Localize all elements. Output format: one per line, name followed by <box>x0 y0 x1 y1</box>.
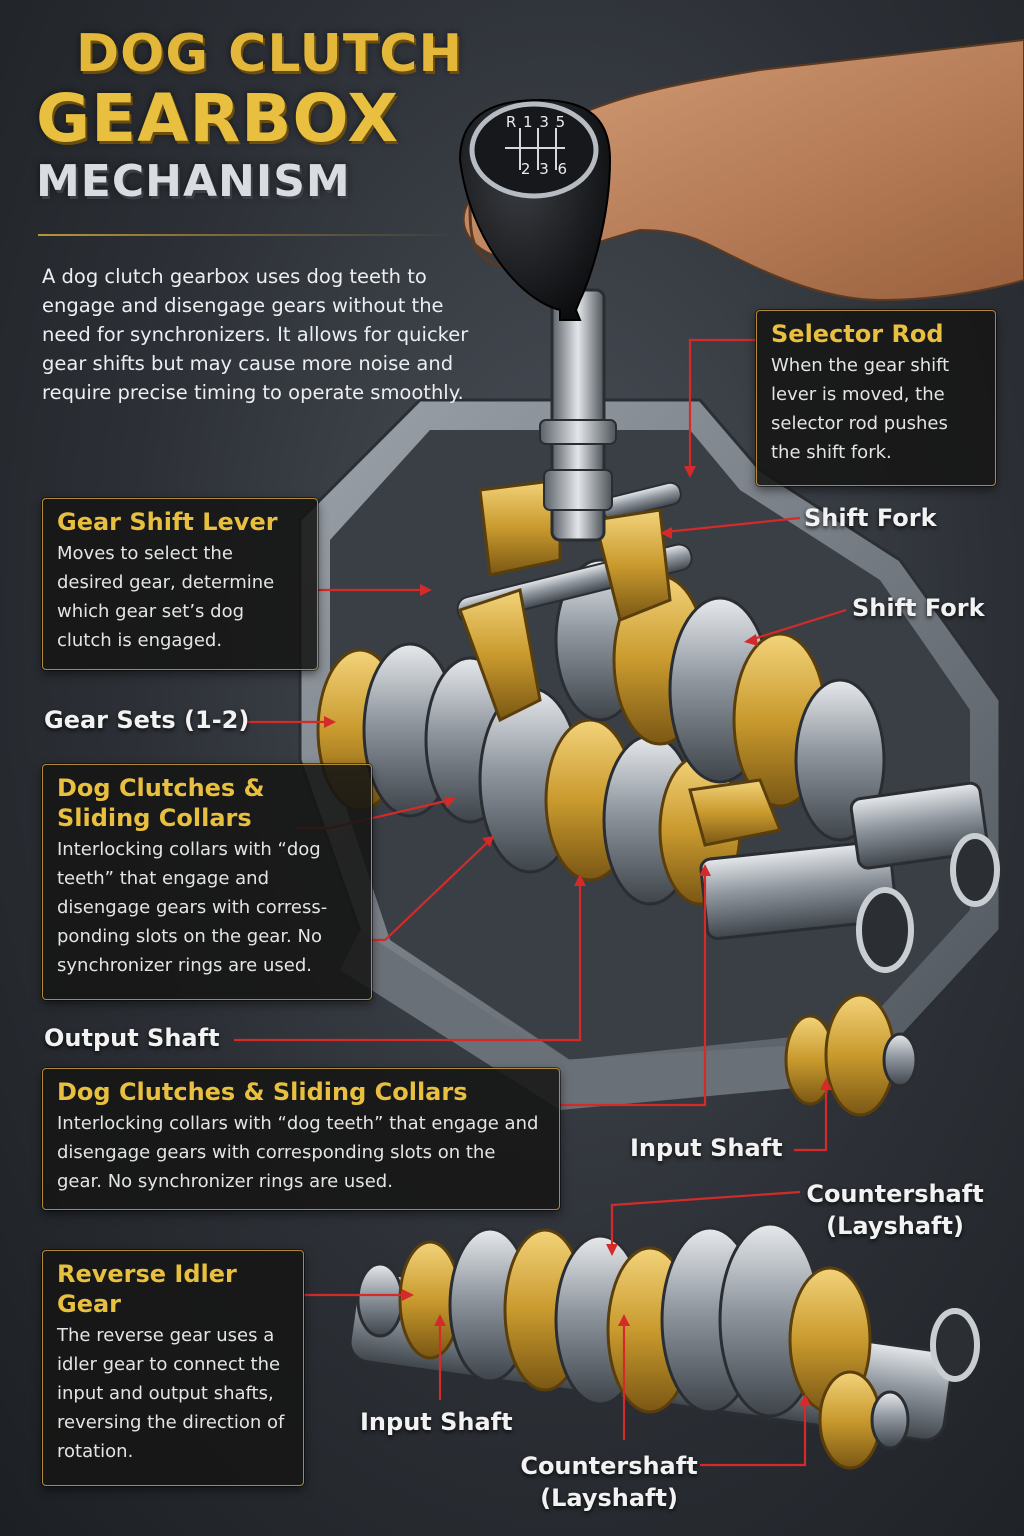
intro-paragraph: A dog clutch gearbox uses dog teeth to e… <box>42 265 469 404</box>
lower-shaft-assembly <box>348 1222 980 1470</box>
label-countershaft-1: Countershaft (Layshaft) <box>806 1180 984 1240</box>
callout-body: When the gear shift lever is moved, the … <box>771 355 950 463</box>
callout-title: Reverse Idler Gear <box>57 1260 237 1318</box>
callout-body: Interlocking collars with “dog teeth” th… <box>57 839 328 976</box>
shift-pattern-bottom: 2 3 6 <box>520 160 570 178</box>
callout-title: Gear Shift Lever <box>57 508 278 536</box>
title-line-2: GEARBOX <box>36 80 400 157</box>
callout-dog-clutches-2: Dog Clutches & Sliding Collars Interlock… <box>42 1068 560 1210</box>
callout-selector-rod: Selector Rod When the gear shift lever i… <box>756 310 996 486</box>
callout-body: Interlocking collars with “dog teeth” th… <box>57 1113 539 1192</box>
selector-rod-and-forks <box>456 478 783 847</box>
label-gear-sets: Gear Sets (1-2) <box>44 706 250 734</box>
label-countershaft-2: Countershaft (Layshaft) <box>520 1452 698 1512</box>
callout-title: Dog Clutches & Sliding Collars <box>57 1078 468 1106</box>
title-divider <box>38 234 458 236</box>
callout-reverse-idler: Reverse Idler Gear The reverse gear uses… <box>42 1250 304 1486</box>
shift-pattern-top: R 1 3 5 <box>505 113 567 131</box>
callout-title: Dog Clutches & Sliding Collars <box>57 774 265 832</box>
label-shift-fork-2: Shift Fork <box>852 594 985 622</box>
callout-gear-shift-lever: Gear Shift Lever Moves to select the des… <box>42 498 318 670</box>
label-input-shaft-1: Input Shaft <box>630 1134 783 1162</box>
callout-body: The reverse gear uses a idler gear to co… <box>57 1325 285 1462</box>
title-line-3: MECHANISM <box>36 156 351 207</box>
label-shift-fork-1: Shift Fork <box>804 504 937 532</box>
callout-body: Moves to select the desired gear, determ… <box>57 543 275 651</box>
callout-dog-clutches-1: Dog Clutches & Sliding Collars Interlock… <box>42 764 372 1000</box>
label-input-shaft-2: Input Shaft <box>360 1408 513 1436</box>
gear-shift-lever <box>539 288 617 542</box>
shift-knob <box>458 98 612 321</box>
callout-title: Selector Rod <box>771 320 944 348</box>
page-title: DOG CLUTCH GEARBOX MECHANISM <box>36 28 463 204</box>
title-line-1: DOG CLUTCH <box>76 24 463 84</box>
leader-arrowheads <box>324 466 832 1406</box>
label-output-shaft: Output Shaft <box>44 1024 220 1052</box>
